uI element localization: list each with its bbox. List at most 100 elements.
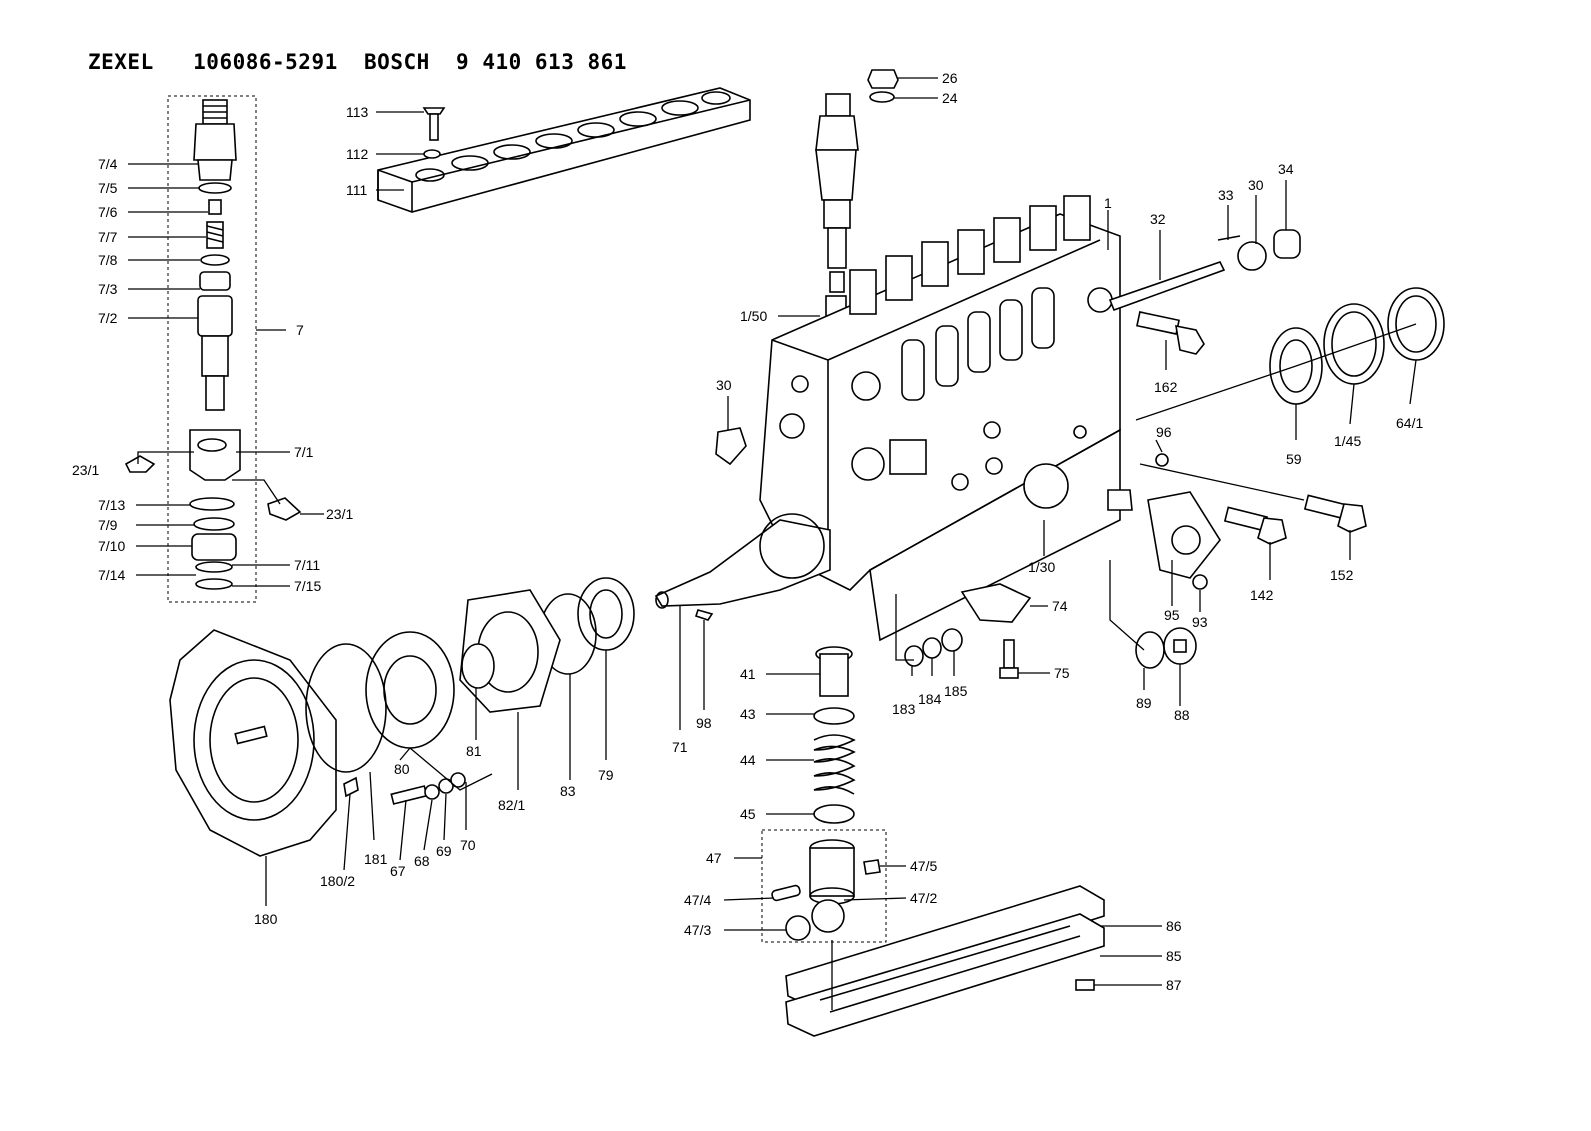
callout-1-50: 1/50 — [740, 308, 767, 324]
callout-7-10: 7/10 — [98, 538, 125, 554]
plug-34 — [1273, 229, 1301, 259]
callout-labels: 113 112 111 26 24 1 32 33 30 34 1/50 162… — [72, 70, 1423, 993]
callout-7-7: 7/7 — [98, 229, 118, 245]
screw-113 — [422, 107, 446, 141]
bushing-47-3 — [785, 915, 811, 941]
callout-112: 112 — [346, 146, 369, 162]
callout-47-5: 47/5 — [910, 858, 937, 874]
pin-33 — [1217, 235, 1241, 241]
callout-82-1: 82/1 — [498, 797, 525, 813]
pin-47-4 — [771, 884, 801, 902]
callout-7-8: 7/8 — [98, 252, 118, 268]
tappet-41 — [815, 646, 853, 697]
callout-64-1: 64/1 — [1396, 415, 1423, 431]
callout-7-6: 7/6 — [98, 204, 118, 220]
callout-74: 74 — [1052, 598, 1068, 614]
callout-113: 113 — [346, 104, 369, 120]
callout-7-14: 7/14 — [98, 567, 125, 583]
screw-96 — [1155, 453, 1169, 467]
callout-32: 32 — [1150, 211, 1166, 227]
callout-89: 89 — [1136, 695, 1152, 711]
roller-tappet-47 — [809, 839, 855, 905]
brand-zexel: ZEXEL — [88, 50, 154, 74]
plunger-assembly-7 — [189, 99, 241, 590]
callout-81: 81 — [466, 743, 482, 759]
callout-67: 67 — [390, 863, 406, 879]
callout-7-13: 7/13 — [98, 497, 125, 513]
washer-183 — [904, 645, 924, 667]
bosch-part-number: 9 410 613 861 — [456, 50, 627, 74]
callout-180: 180 — [254, 911, 278, 927]
clamp-23-1-left — [124, 455, 156, 473]
nut-70 — [450, 772, 466, 788]
callout-47: 47 — [706, 850, 722, 866]
callout-7-4: 7/4 — [98, 156, 118, 172]
callout-86: 86 — [1166, 918, 1182, 934]
assembly-47-boundary — [761, 829, 887, 943]
zexel-part-number: 106086-5291 — [193, 50, 338, 74]
seal-81 — [461, 643, 495, 689]
brand-bosch: BOSCH — [364, 50, 430, 74]
callout-43: 43 — [740, 706, 756, 722]
axis-bolt-152 — [1139, 463, 1305, 501]
roller-47-2 — [811, 899, 845, 933]
diagram-header: ZEXEL 106086-5291 BOSCH 9 410 613 861 — [88, 50, 627, 74]
key-98 — [694, 609, 714, 621]
plate-80 — [365, 631, 455, 749]
callout-85: 85 — [1166, 948, 1182, 964]
camshaft-71 — [654, 513, 831, 609]
callout-68: 68 — [414, 853, 430, 869]
callout-45: 45 — [740, 806, 756, 822]
spring-seat-45 — [813, 804, 855, 824]
callout-88: 88 — [1174, 707, 1190, 723]
bolt-142 — [1223, 506, 1287, 545]
callout-98: 98 — [696, 715, 712, 731]
callout-33: 33 — [1218, 187, 1234, 203]
cap-30-top — [1237, 241, 1267, 271]
callout-70: 70 — [460, 837, 476, 853]
o-ring-181 — [305, 643, 387, 773]
callout-23-1-right: 23/1 — [326, 506, 353, 522]
callout-47-3: 47/3 — [684, 922, 711, 938]
callout-7-15: 7/15 — [294, 578, 321, 594]
control-rack-32 — [1108, 261, 1226, 312]
plate-95 — [1147, 491, 1221, 579]
callout-7-5: 7/5 — [98, 180, 118, 196]
callout-44: 44 — [740, 752, 756, 768]
callout-95: 95 — [1164, 607, 1180, 623]
callout-30-top: 30 — [1248, 177, 1264, 193]
bracket-74 — [960, 583, 1032, 623]
callout-7-2: 7/2 — [98, 310, 118, 326]
seal-89 — [1135, 631, 1165, 669]
callout-30-left: 30 — [716, 377, 732, 393]
callout-47-4: 47/4 — [684, 892, 711, 908]
callout-69: 69 — [436, 843, 452, 859]
nut-185 — [941, 628, 963, 652]
callout-24: 24 — [942, 90, 958, 106]
callout-26: 26 — [942, 70, 958, 86]
callout-83: 83 — [560, 783, 576, 799]
bolt-152 — [1303, 494, 1367, 533]
callout-142: 142 — [1250, 587, 1274, 603]
callout-34: 34 — [1278, 161, 1294, 177]
spring-44 — [813, 734, 856, 795]
cover-plate-111 — [377, 87, 751, 213]
callout-180-2: 180/2 — [320, 873, 355, 889]
callout-7-1: 7/1 — [294, 444, 314, 460]
stud-180-2 — [343, 776, 359, 798]
callout-47-2: 47/2 — [910, 890, 937, 906]
assembly-7-boundary — [167, 95, 257, 603]
callout-162: 162 — [1154, 379, 1178, 395]
sleeve-1-45 — [1323, 303, 1385, 385]
callout-7-9: 7/9 — [98, 517, 118, 533]
callout-71: 71 — [672, 739, 688, 755]
callout-7-11: 7/11 — [294, 557, 320, 573]
bearing-79 — [577, 577, 635, 651]
leader-23-1-left — [137, 451, 194, 464]
pump-housing-1 — [759, 195, 1133, 642]
callout-93: 93 — [1192, 614, 1208, 630]
callout-7-3: 7/3 — [98, 281, 118, 297]
callout-23-1-left: 23/1 — [72, 462, 99, 478]
callout-75: 75 — [1054, 665, 1070, 681]
axis-bearing-line — [1135, 323, 1417, 421]
